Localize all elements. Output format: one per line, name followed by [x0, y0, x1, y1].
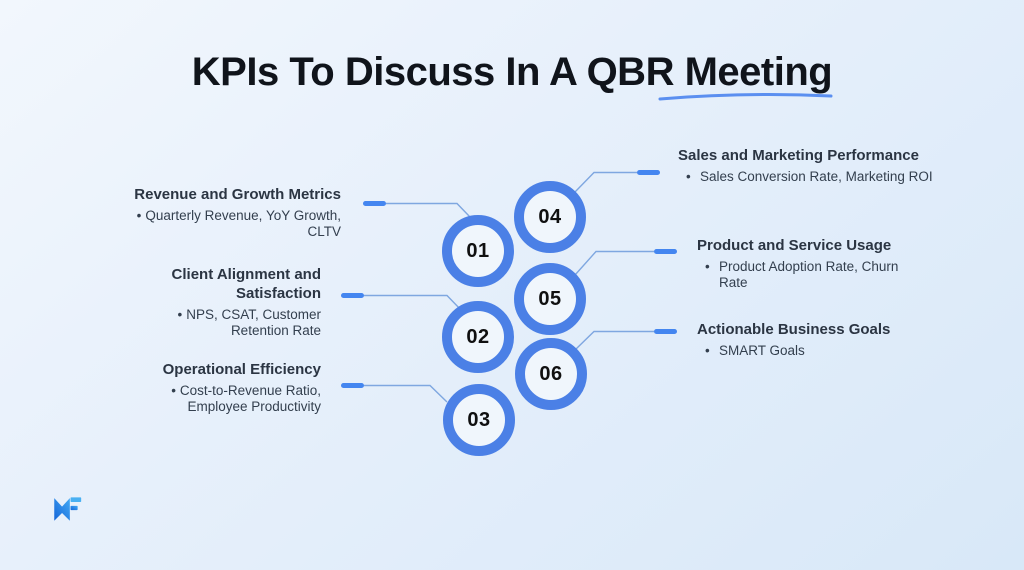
kpi-heading: Revenue and Growth Metrics: [134, 186, 341, 203]
kpi-bullet: • Product Adoption Rate, Churn Rate: [697, 259, 922, 290]
kpi-bullet-text: SMART Goals: [719, 343, 805, 358]
kpi-heading: Actionable Business Goals: [697, 321, 891, 338]
kpi-circle-03: 03: [443, 384, 515, 456]
kpi-bullet-text: NPS, CSAT, Customer Retention Rate: [186, 307, 321, 338]
title-underline-icon: [658, 93, 833, 101]
kpi-circle-06: 06: [515, 338, 587, 410]
kpi-circle-04: 04: [514, 181, 586, 253]
kpi-heading: Sales and Marketing Performance: [678, 147, 919, 164]
kpi-number: 04: [538, 205, 562, 228]
bullet-marker: •: [686, 169, 691, 184]
bullet-marker: •: [177, 307, 183, 322]
kpi-bullet-text: Product Adoption Rate, Churn Rate: [719, 259, 899, 290]
bullet-marker: •: [136, 208, 142, 223]
bullet-marker: •: [171, 383, 176, 398]
kpi-heading: Product and Service Usage: [697, 237, 892, 254]
mf-logo-icon: [54, 497, 82, 521]
kpi-bullet: • SMART Goals: [697, 343, 922, 359]
kpi-bullet-text: Cost-to-Revenue Ratio, Employee Producti…: [179, 383, 321, 414]
page-title: KPIs To Discuss In A QBR Meeting: [191, 50, 833, 94]
kpi-item-revenue-growth: Revenue and Growth Metrics •Quarterly Re…: [106, 185, 341, 239]
kpi-number: 03: [467, 408, 491, 431]
kpi-item-product-service-usage: Product and Service Usage • Product Adopt…: [697, 236, 922, 290]
kpi-number: 05: [538, 287, 562, 310]
kpi-circle-05: 05: [514, 263, 586, 335]
kpi-bullet-text: Sales Conversion Rate, Marketing ROI: [700, 169, 933, 184]
kpi-number: 02: [466, 325, 490, 348]
kpi-item-operational-efficiency: Operational Efficiency •Cost-to-Revenue …: [131, 360, 321, 414]
kpi-number: 01: [466, 239, 490, 262]
kpi-bullet: •Quarterly Revenue, YoY Growth, CLTV: [106, 208, 341, 239]
kpi-circle-01: 01: [442, 215, 514, 287]
kpi-circle-02: 02: [442, 301, 514, 373]
kpi-heading: Client Alignment and Satisfaction: [171, 266, 321, 302]
kpi-heading: Operational Efficiency: [162, 361, 321, 378]
kpi-bullet: •NPS, CSAT, Customer Retention Rate: [146, 307, 321, 338]
kpi-number: 06: [539, 362, 563, 385]
kpi-bullet: • Sales Conversion Rate, Marketing ROI: [678, 169, 978, 185]
bullet-marker: •: [705, 343, 710, 358]
kpi-item-actionable-goals: Actionable Business Goals • SMART Goals: [697, 320, 922, 359]
kpi-bullet: •Cost-to-Revenue Ratio, Employee Product…: [131, 383, 321, 414]
kpi-item-sales-marketing: Sales and Marketing Performance • Sales C…: [678, 146, 978, 185]
kpi-bullet-text: Quarterly Revenue, YoY Growth, CLTV: [145, 208, 341, 239]
bullet-marker: •: [705, 259, 710, 274]
kpi-item-client-alignment: Client Alignment and Satisfaction •NPS, …: [146, 265, 321, 338]
